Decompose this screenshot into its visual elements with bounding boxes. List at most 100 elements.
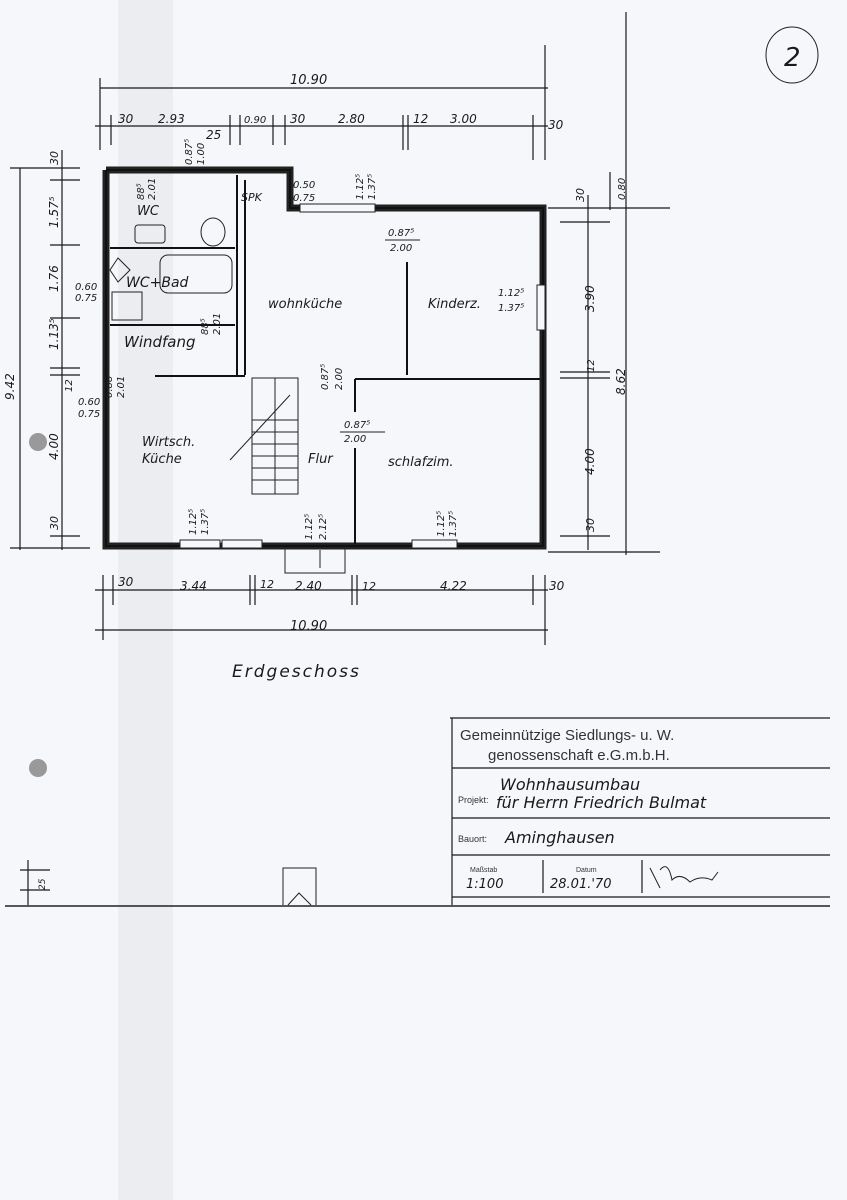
room-schlafzim: schlafzim. [388, 455, 454, 470]
top-dimensions: 10.90 30 2.93 25 0.90 30 2.80 12 3.00 30 [95, 45, 564, 160]
room-kinderz: Kinderz. [428, 297, 481, 312]
svg-text:1.12⁵: 1.12⁵ [355, 174, 366, 200]
svg-text:4.22: 4.22 [440, 579, 467, 593]
svg-text:12: 12 [64, 379, 75, 392]
svg-text:1.13⁵: 1.13⁵ [47, 318, 61, 350]
svg-text:0.60: 0.60 [78, 397, 100, 408]
svg-text:30: 30 [48, 516, 61, 530]
title-block: Gemeinnützige Siedlungs- u. W. genossens… [450, 717, 830, 905]
svg-text:0.80: 0.80 [617, 178, 628, 200]
svg-text:0.75: 0.75 [75, 293, 97, 304]
svg-text:0.60: 0.60 [75, 282, 97, 293]
page-number: 2 [784, 43, 801, 73]
svg-text:0.75: 0.75 [78, 409, 100, 420]
project-client: für Herrn Friedrich Bulmat [496, 793, 707, 812]
svg-text:1.76: 1.76 [47, 265, 61, 292]
walls [102, 166, 547, 574]
svg-text:2.01: 2.01 [147, 178, 158, 200]
svg-text:2.40: 2.40 [295, 579, 322, 593]
svg-text:0.88⁵: 0.88⁵ [104, 372, 115, 398]
svg-text:30: 30 [574, 188, 587, 202]
bottom-dimensions: 30 3.44 12 2.40 12 4.22 30 10.90 [95, 575, 565, 645]
svg-text:1.37⁵: 1.37⁵ [498, 303, 524, 314]
svg-text:30: 30 [118, 112, 134, 126]
svg-text:2.00: 2.00 [390, 243, 412, 254]
room-kueche: Küche [142, 452, 182, 467]
svg-text:88⁵: 88⁵ [200, 318, 211, 335]
room-windfang: Windfang [124, 333, 196, 351]
svg-text:30: 30 [48, 151, 61, 165]
date-value: 28.01.'70 [550, 877, 611, 892]
svg-text:3.90: 3.90 [583, 285, 597, 312]
svg-text:0.90: 0.90 [244, 115, 266, 126]
fixtures [109, 217, 233, 321]
svg-text:30: 30 [290, 112, 306, 126]
svg-text:1.37⁵: 1.37⁵ [448, 511, 459, 537]
room-wirtsch: Wirtsch. [142, 435, 195, 450]
svg-text:12: 12 [362, 580, 376, 593]
svg-text:88⁵: 88⁵ [136, 183, 147, 200]
svg-text:12: 12 [413, 112, 428, 126]
punch-hole [29, 433, 47, 451]
scan-shadow [118, 0, 173, 1200]
project-location: Aminghausen [504, 828, 615, 847]
room-wohnkueche: wohnküche [268, 297, 342, 312]
svg-text:0.87⁵: 0.87⁵ [388, 228, 414, 239]
room-spk: SPK [241, 191, 263, 204]
svg-text:10.90: 10.90 [290, 619, 327, 634]
svg-text:1.12⁵: 1.12⁵ [304, 514, 315, 540]
room-bad: WC+Bad [126, 275, 189, 291]
svg-text:12: 12 [586, 359, 597, 372]
elevation-marker: 25 [20, 860, 317, 906]
svg-text:3.00: 3.00 [450, 112, 477, 126]
svg-text:3.44: 3.44 [180, 579, 207, 593]
svg-text:0.50: 0.50 [293, 180, 315, 191]
svg-text:1.37⁵: 1.37⁵ [200, 509, 211, 535]
svg-text:30: 30 [549, 579, 565, 593]
project-title: Wohnhausumbau [500, 775, 640, 794]
svg-text:9.42: 9.42 [3, 373, 17, 400]
svg-text:30: 30 [118, 575, 134, 589]
svg-text:25: 25 [38, 878, 48, 890]
company-name-line-2: genossenschaft e.G.m.b.H. [488, 747, 670, 764]
room-wc: WC [137, 204, 160, 219]
svg-text:2.00: 2.00 [344, 434, 366, 445]
svg-text:25: 25 [206, 128, 221, 142]
svg-text:1.12⁵: 1.12⁵ [436, 511, 447, 537]
svg-text:2.80: 2.80 [338, 112, 365, 126]
svg-text:1.57⁵: 1.57⁵ [47, 196, 61, 228]
page-number-circle [765, 26, 819, 84]
right-dimensions: 30 3.90 12 4.00 30 0.80 8.62 [548, 172, 670, 553]
svg-text:4.00: 4.00 [47, 433, 61, 460]
svg-text:Bauort:: Bauort: [458, 834, 487, 844]
left-dimensions: 30 1.57⁵ 1.76 1.13⁵ 12 4.00 30 9.42 [3, 150, 90, 550]
svg-text:Maßstab: Maßstab [470, 867, 497, 874]
svg-text:2.01: 2.01 [212, 313, 223, 335]
punch-hole [29, 759, 47, 777]
svg-text:Projekt:: Projekt: [458, 795, 489, 805]
svg-text:0.87⁵: 0.87⁵ [320, 364, 331, 390]
staircase [229, 377, 299, 495]
room-flur: Flur [308, 452, 334, 467]
svg-text:1.12⁵: 1.12⁵ [188, 509, 199, 535]
svg-text:30: 30 [584, 518, 597, 532]
svg-text:1.00: 1.00 [196, 143, 207, 165]
svg-text:2.01: 2.01 [116, 376, 127, 398]
opening-labels: 0.50 0.75 1.12⁵ 1.37⁵ 0.87⁵ 2.00 1.12⁵ 1… [75, 139, 524, 540]
svg-text:2.00: 2.00 [334, 368, 345, 390]
svg-text:1.37⁵: 1.37⁵ [367, 174, 378, 200]
svg-text:Datum: Datum [576, 867, 597, 874]
signature [649, 866, 719, 889]
company-name-line-1: Gemeinnützige Siedlungs- u. W. [460, 727, 674, 744]
svg-text:2.12⁵: 2.12⁵ [318, 514, 329, 540]
svg-text:2.93: 2.93 [158, 112, 185, 126]
svg-text:30: 30 [548, 118, 564, 132]
room-labels: WC WC+Bad Windfang SPK wohnküche Kinderz… [124, 191, 481, 470]
scale-value: 1:100 [466, 877, 503, 892]
dim-top-total: 10.90 [290, 73, 327, 88]
svg-text:12: 12 [260, 578, 274, 591]
svg-text:1.12⁵: 1.12⁵ [498, 288, 524, 299]
svg-text:8.62: 8.62 [614, 368, 628, 395]
svg-text:0.75: 0.75 [293, 193, 315, 204]
